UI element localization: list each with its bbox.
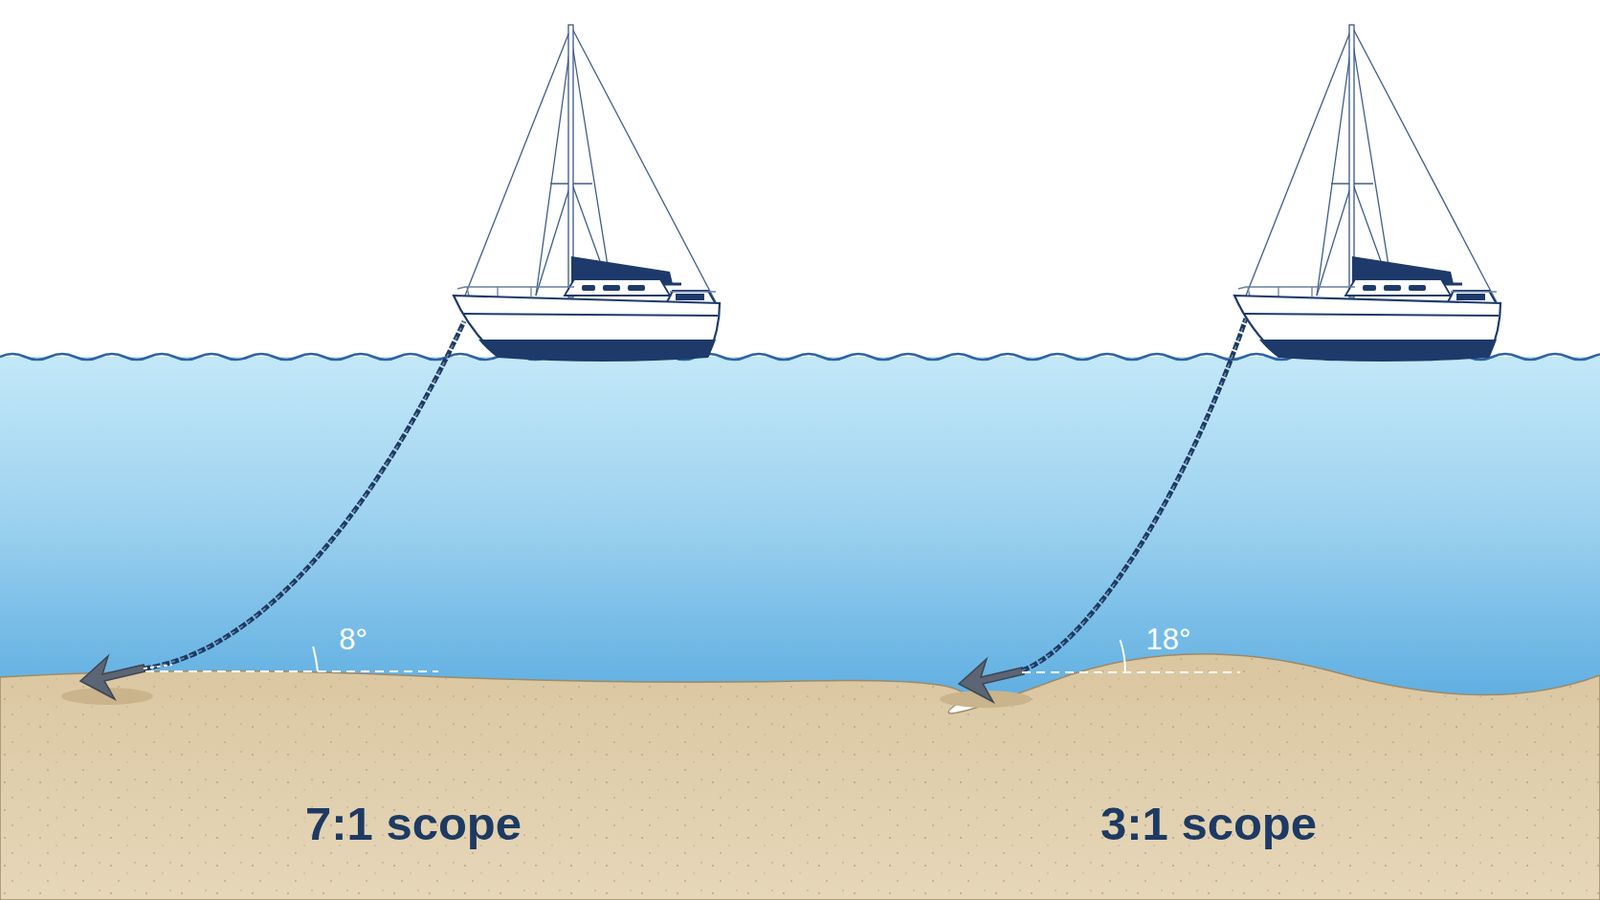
angle-label: 18° — [1146, 622, 1192, 658]
sailboat-left — [453, 24, 720, 362]
scope-label: 3:1 scope — [1100, 797, 1317, 851]
scope-label: 7:1 scope — [305, 797, 522, 851]
anchor-right — [939, 659, 1032, 709]
seabed — [0, 654, 1600, 900]
sailboat-right — [1234, 24, 1501, 362]
angle-marker-left — [143, 646, 439, 672]
sand-texture — [0, 654, 1600, 900]
anchor-chain-left — [143, 321, 465, 669]
anchor-chain-right — [1022, 318, 1246, 671]
anchor-left — [61, 656, 154, 706]
angle-marker-right — [1022, 640, 1241, 673]
water — [0, 356, 1600, 702]
angle-label: 8° — [338, 622, 368, 658]
